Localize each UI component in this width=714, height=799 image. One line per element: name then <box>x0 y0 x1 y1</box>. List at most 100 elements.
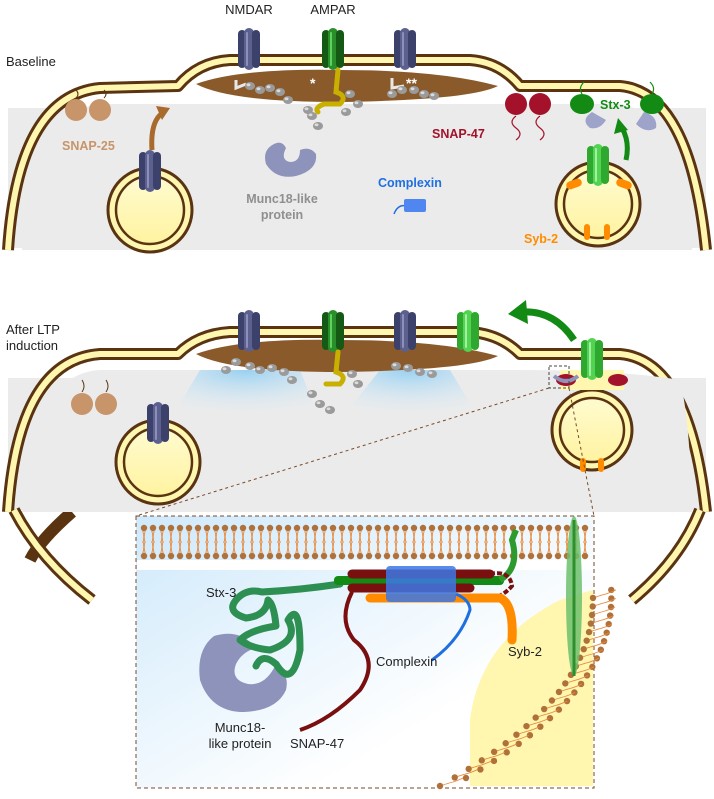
lipid-tail <box>573 666 595 675</box>
lipid-tail <box>589 632 610 641</box>
lipid-head <box>587 620 595 627</box>
nmdar-receptor <box>394 28 416 70</box>
vesicle-membrane-bilayer <box>436 586 617 790</box>
receptor-label-nmdar: NMDAR <box>225 2 273 17</box>
lipid-head <box>588 611 596 619</box>
lipid-tail <box>547 700 568 709</box>
lipid-head <box>585 628 593 636</box>
lipid-head <box>555 706 563 713</box>
lipid-head <box>532 714 539 721</box>
lipid-head <box>503 749 510 756</box>
lipid-head <box>477 766 484 773</box>
lipid-head <box>436 782 444 790</box>
lipid-head <box>589 603 596 610</box>
lipid-head <box>555 688 563 696</box>
snap47-pair <box>505 93 551 141</box>
lipid-tail <box>593 615 615 623</box>
munc18-label-line1: Munc18-like <box>246 192 318 206</box>
lipid-tail <box>595 589 617 598</box>
lipid-tail <box>578 657 600 666</box>
lipid-head <box>546 714 554 722</box>
after-title-line1: After LTP <box>6 322 60 337</box>
lipid-head <box>580 646 587 653</box>
lipid-tail <box>586 640 607 649</box>
inset-complexin-label: Complexin <box>376 654 437 669</box>
nmdar-receptor <box>394 310 416 352</box>
dendrite-membrane-right <box>628 507 706 605</box>
complexin-label: Complexin <box>378 176 442 190</box>
lipid-tail <box>595 598 616 606</box>
ampar-receptor-inserted <box>457 310 479 352</box>
asterisk-double: ** <box>406 75 417 91</box>
lipid-tail <box>582 649 604 658</box>
arrow-green-large <box>521 308 577 343</box>
lipid-head <box>589 663 596 671</box>
after-ltp-panel: After LTP induction <box>2 300 712 605</box>
snap25-pair <box>71 379 117 415</box>
inset-munc18-label-line1: Munc18- <box>215 720 266 735</box>
lipid-head <box>583 672 591 679</box>
vesicle-left <box>114 402 202 506</box>
calcium-glow-right <box>340 370 480 420</box>
lipid-tail <box>457 769 478 777</box>
ampar-receptor <box>322 310 344 352</box>
lipid-tail <box>561 683 583 692</box>
vesicle-right <box>554 144 642 248</box>
lipid-head <box>462 774 470 782</box>
stx3-munc-complex <box>570 81 664 131</box>
lipid-tail <box>529 717 550 726</box>
psd-after <box>196 339 498 372</box>
zoom-region-marker <box>548 365 570 389</box>
snap25-pair <box>65 89 111 121</box>
lipid-head <box>515 740 522 747</box>
lipid-tail <box>508 734 529 743</box>
lipid-head <box>502 740 509 747</box>
lipid-tail <box>594 606 616 615</box>
stx3-chain-inset <box>229 580 344 678</box>
zoom-line-right <box>568 387 595 517</box>
complexin-helix-inset <box>386 566 456 602</box>
munc18-protein <box>265 142 317 177</box>
lipid-head <box>606 612 614 619</box>
lipid-tail <box>519 726 540 735</box>
lipid-tail <box>591 623 613 632</box>
munc18-protein-inset <box>199 633 287 712</box>
snap47-label: SNAP-47 <box>432 127 485 141</box>
lipid-tail <box>554 692 576 700</box>
lipid-head <box>562 680 569 687</box>
lipid-head <box>513 731 520 738</box>
receptor-label-ampar: AMPAR <box>310 2 355 17</box>
inset-stx3-label: Stx-3 <box>206 585 236 600</box>
syb2-label: Syb-2 <box>524 232 558 246</box>
inset-syb2-label: Syb-2 <box>508 644 542 659</box>
lipid-head <box>537 723 544 730</box>
lipid-head <box>548 697 556 704</box>
lipid-tail <box>484 751 505 760</box>
lipid-head <box>451 774 458 781</box>
lipid-tail <box>568 674 589 683</box>
baseline-title: Baseline <box>6 54 56 69</box>
ampar-receptor <box>322 28 344 70</box>
after-title-line2: induction <box>6 338 58 353</box>
syb2-chain-inset <box>365 593 517 645</box>
inset-munc18-label-line2: like protein <box>209 736 272 751</box>
lipid-tail <box>496 743 518 752</box>
vesicle-lumen-inset <box>470 590 593 786</box>
nmdar-receptor <box>238 28 260 70</box>
lipid-tail <box>538 709 559 718</box>
scaffold-chain <box>234 78 439 130</box>
stx3-label: Stx-3 <box>600 98 631 112</box>
munc18-label-line2: protein <box>261 208 303 222</box>
lipid-head <box>490 757 498 765</box>
complexin-protein <box>393 199 426 215</box>
nmdar-receptor <box>238 310 260 352</box>
zoom-line-left <box>135 387 550 517</box>
lipid-head <box>465 765 472 773</box>
inset-panel: Stx-3 Munc18- like protein SNAP-47 Compl… <box>135 515 617 790</box>
calcium-glow-left <box>170 370 320 420</box>
lipid-head <box>526 732 534 739</box>
inset-snap47-label: SNAP-47 <box>290 736 344 751</box>
lipid-tail <box>471 760 492 769</box>
vesicle-left <box>106 150 194 254</box>
